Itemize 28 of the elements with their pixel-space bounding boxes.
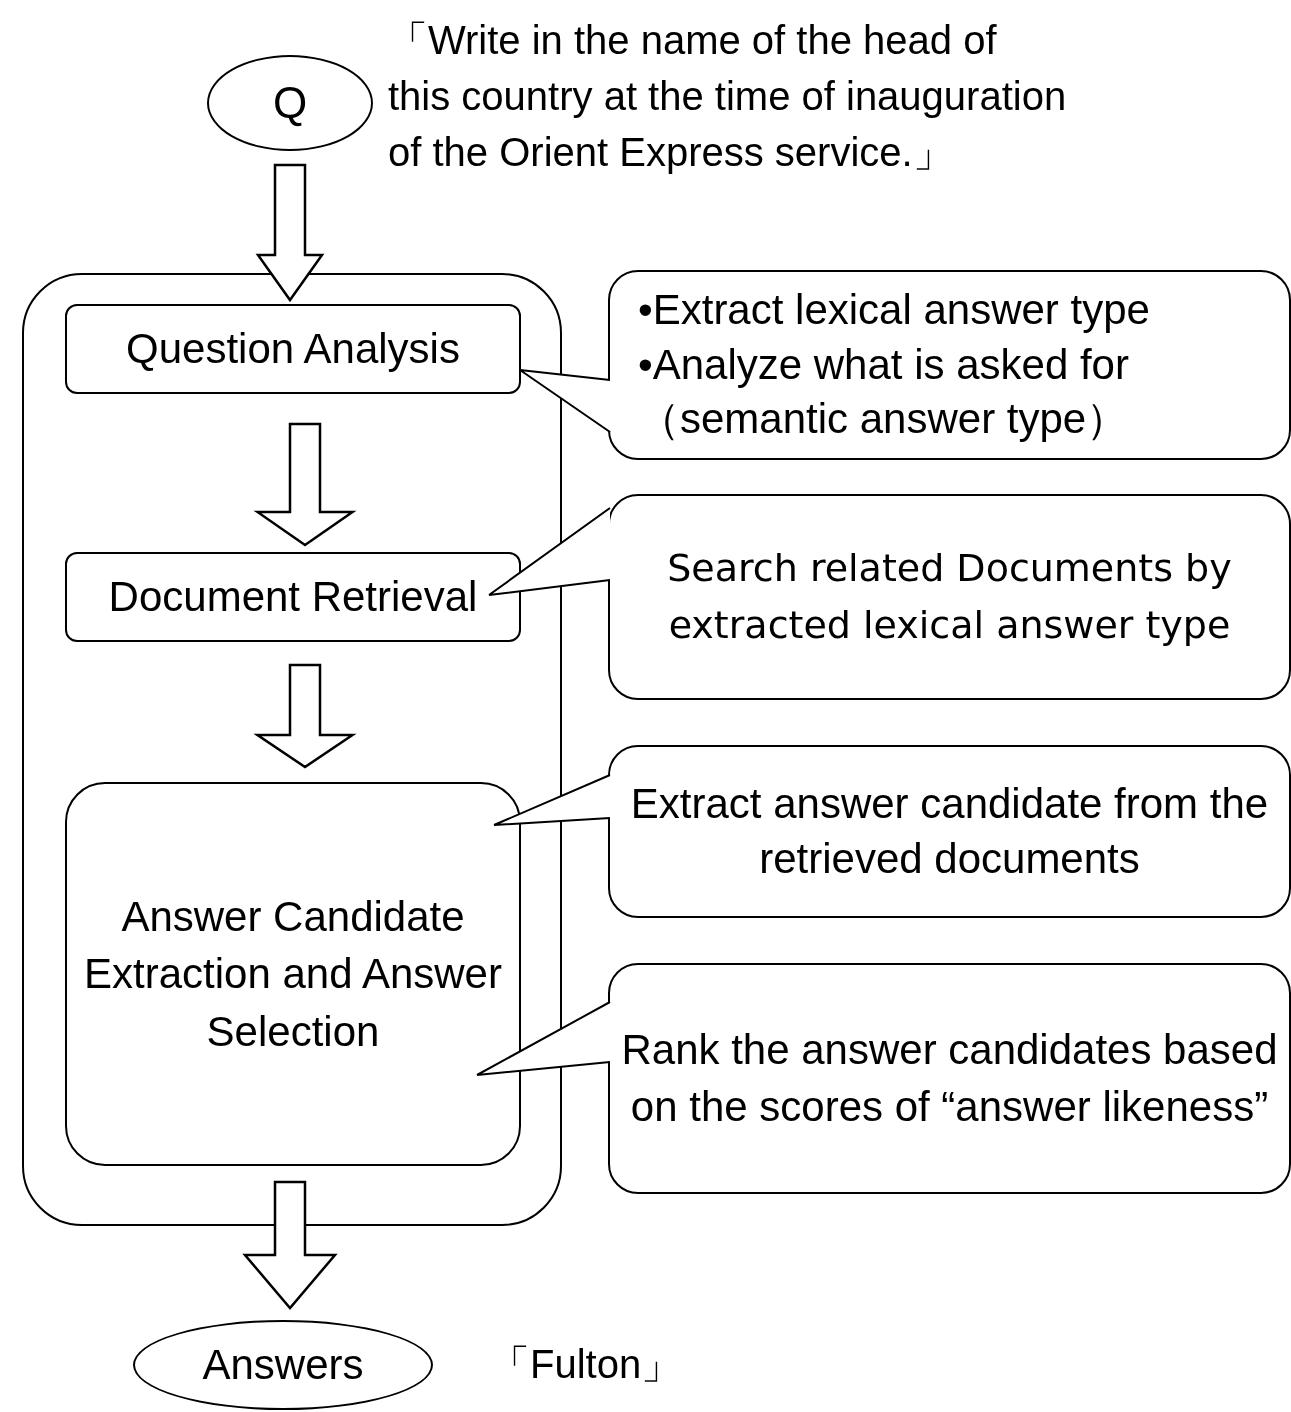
pipeline-frame: [22, 273, 562, 1226]
process-box: [65, 552, 521, 642]
answer-text: 「Fulton」: [490, 1341, 683, 1388]
block-arrow: [253, 663, 357, 769]
callout-pointer: [488, 507, 611, 596]
node-label: Q: [272, 77, 308, 130]
callout-text: •Extract lexical answer type: [638, 285, 1151, 336]
block-arrow: [253, 422, 357, 547]
callout-pointer: [493, 774, 611, 826]
callout-bubble: [608, 745, 1291, 918]
process-label: Question Analysis: [126, 323, 460, 374]
node-label: Answers: [202, 1339, 364, 1390]
block-arrow: [255, 163, 325, 303]
callout-text: Search related Documents by extracted lexical answer type: [666, 545, 1233, 649]
process-label: Answer Candidate Extraction and Answer Selection: [83, 891, 503, 1057]
callout-pointer: [476, 1001, 611, 1076]
block-arrow: [242, 1180, 338, 1310]
callout-bubble: [608, 963, 1291, 1194]
question-text: 「Write in the name of the head of this country at the time of inauguration of the Orient Express service.」: [388, 17, 1068, 176]
callout-text: Rank the answer candidates based on the scores of “answer likeness”: [620, 1024, 1279, 1132]
callout-text: •Analyze what is asked for （semantic answer type）: [638, 339, 1130, 445]
process-box: [65, 304, 521, 394]
callout-pointer: [519, 369, 611, 433]
callout-text: Extract answer candidate from the retrieved documents: [629, 778, 1270, 884]
callout-bubble: [608, 270, 1291, 460]
process-box: [65, 782, 521, 1166]
callout-bubble: [608, 494, 1291, 700]
process-label: Document Retrieval: [108, 571, 478, 622]
